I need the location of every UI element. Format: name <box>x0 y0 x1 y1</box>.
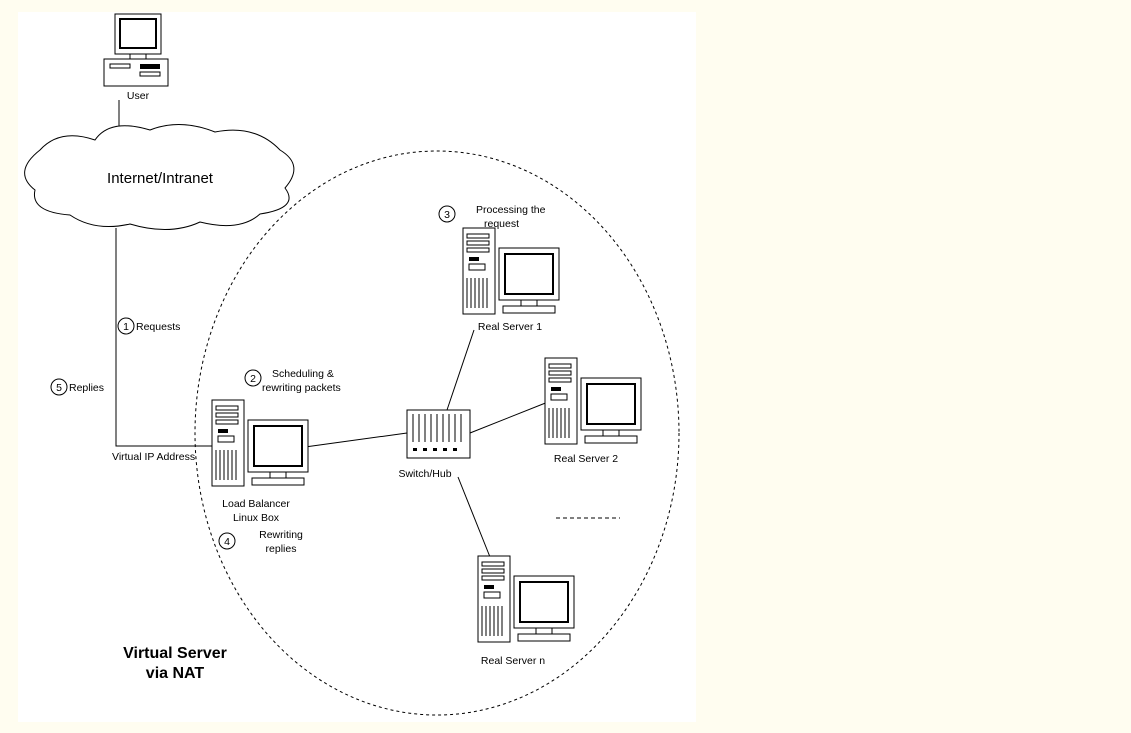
internet-cloud-icon <box>24 123 295 231</box>
virtual-server-boundary <box>194 150 680 716</box>
load-balancer-label-line2: Linux Box <box>233 512 280 524</box>
step-4-marker <box>218 532 236 550</box>
switch-hub-icon <box>406 409 471 459</box>
virtual-ip-label: Virtual IP Address <box>112 451 195 463</box>
step-3-number: 3 <box>444 209 450 221</box>
switch-hub-label: Switch/Hub <box>398 468 451 480</box>
real-server-2-label: Real Server 2 <box>554 453 618 465</box>
real-server-1-label: Real Server 1 <box>478 321 542 333</box>
rewriting-label-line1: Rewriting <box>259 529 303 541</box>
switch-servern-link <box>457 476 491 558</box>
step-4-number: 4 <box>224 536 230 548</box>
requests-label: Requests <box>136 321 180 333</box>
rewriting-label-line2: replies <box>266 543 297 555</box>
step-3-marker <box>438 205 456 223</box>
step-1-marker <box>117 317 135 335</box>
processing-label-line1: Processing the <box>476 204 546 216</box>
processing-label-line2: request <box>484 218 519 230</box>
step-5-number: 5 <box>56 382 62 394</box>
scheduling-label-line2: rewriting packets <box>262 382 341 394</box>
diagram-title-line1: Virtual Server <box>123 645 227 662</box>
load-balancer-label-line1: Load Balancer <box>222 498 290 510</box>
step-2-number: 2 <box>250 373 256 385</box>
replies-label: Replies <box>69 382 104 394</box>
cloud-lb-link <box>115 228 214 447</box>
user-label: User <box>127 90 150 102</box>
diagram-title-line2: via NAT <box>146 665 205 682</box>
switch-server1-link <box>446 329 475 411</box>
cloud-label: Internet/Intranet <box>107 170 214 187</box>
diagram-panel <box>18 12 696 722</box>
step-5-marker <box>50 378 68 396</box>
scheduling-label-line1: Scheduling & <box>272 368 334 380</box>
user-computer-icon <box>103 13 169 87</box>
step-2-marker <box>244 369 262 387</box>
switch-server2-link <box>469 401 549 434</box>
step-1-number: 1 <box>123 321 129 333</box>
lb-switch-link <box>304 432 408 448</box>
real-server-n-label: Real Server n <box>481 655 545 667</box>
